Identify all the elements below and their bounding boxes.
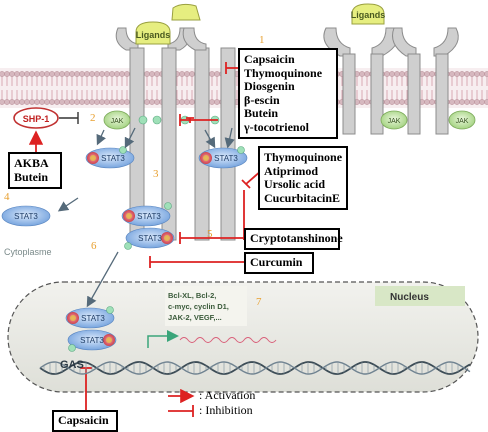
stat3-dimer-top: STAT3 xyxy=(121,202,172,227)
nucleus-label-box: Nucleus xyxy=(375,286,465,306)
translocation-inhibitor-box: Curcumin xyxy=(244,252,314,274)
phospho-site xyxy=(237,146,245,154)
dna-strand xyxy=(39,361,471,375)
gas-inhibitor-box: Capsaicin xyxy=(52,410,118,432)
stat3-membrane-right: STAT3 xyxy=(198,146,248,169)
receptor-right xyxy=(323,27,459,135)
jak-stat-inhibitors-box: Thymoquinone Atiprimod Ursolic acid Cucu… xyxy=(258,146,348,210)
receptor-middle xyxy=(182,27,236,241)
gene-transcription-arrow xyxy=(147,330,277,348)
stat3-nuclear-bottom: STAT3 xyxy=(67,329,117,352)
legend-inhibition-label: : Inhibition xyxy=(199,403,253,417)
shp1-label: SHP-1 xyxy=(23,114,50,124)
phospho-site xyxy=(119,146,127,154)
svg-text:JAK: JAK xyxy=(388,118,401,125)
stat3-label: STAT3 xyxy=(80,336,104,345)
step-number-5: 5 xyxy=(207,228,213,240)
stat3-nuclear-top: STAT3 xyxy=(65,306,115,329)
shp1-activators-box: AKBA Butein xyxy=(8,152,62,189)
step-number-6: 6 xyxy=(91,240,97,252)
stat3-label: STAT3 xyxy=(81,314,105,323)
step-number-7: 7 xyxy=(256,296,262,308)
step-number-2: 2 xyxy=(90,112,96,124)
jak-left: JAK xyxy=(103,110,131,130)
step-number-1: 1 xyxy=(259,34,265,46)
ligand-top-left xyxy=(171,3,201,21)
gas-label: GAS xyxy=(60,359,84,371)
gene-list: Bcl-XL, Bcl-2, c-myc, cyclin D1, JAK-2, … xyxy=(165,286,247,326)
stat3-label: STAT3 xyxy=(214,154,238,163)
step-number-4: 4 xyxy=(4,191,10,203)
phospho-site xyxy=(68,344,76,352)
phospho-site xyxy=(164,202,172,210)
receptor-phospho-sites xyxy=(138,115,220,125)
ligand-right: Ligands xyxy=(351,3,386,25)
shp1-inhibition-bar xyxy=(59,112,79,124)
ligand-left-label: Ligands xyxy=(136,30,171,40)
phospho-site xyxy=(124,242,132,250)
legend-activation-label: : Activation xyxy=(199,388,256,402)
dimerization-inhibitor-box: Cryptotanshinone xyxy=(244,228,343,250)
svg-text:JAK: JAK xyxy=(111,118,124,125)
shp1-node: SHP-1 xyxy=(13,107,59,129)
svg-text:JAK: JAK xyxy=(456,118,469,125)
nucleus-envelope xyxy=(7,281,479,393)
stat3-dimer-bottom: STAT3 xyxy=(124,227,175,250)
ligand-left: Ligands xyxy=(135,21,171,45)
gene-line-3: JAK-2, VEGF,... xyxy=(168,313,222,322)
receptor-left xyxy=(115,27,191,241)
stat3-label: STAT3 xyxy=(14,212,38,221)
cytoplasm-label: Cytoplasme xyxy=(4,247,52,257)
stat3-label: STAT3 xyxy=(101,154,125,163)
jak-activation-arrows xyxy=(57,127,235,308)
stat3-label: STAT3 xyxy=(137,212,161,221)
step-number-3: 3 xyxy=(153,168,159,180)
stat3-label: STAT3 xyxy=(138,234,162,243)
ligand-right-label: Ligands xyxy=(351,10,386,20)
stat3-membrane-left: STAT3 xyxy=(85,146,135,169)
receptor-inhibitors-box: Capsaicin Thymoquinone Diosgenin β-escin… xyxy=(238,48,338,139)
gene-line-2: c-myc, cyclin D1, xyxy=(168,302,229,311)
jak-right-1: JAK xyxy=(380,110,408,130)
nucleus-label: Nucleus xyxy=(390,292,429,303)
phospho-site xyxy=(106,306,114,314)
stat3-cytoplasm-monomer: STAT3 xyxy=(1,205,51,227)
jak-right-2: JAK xyxy=(448,110,476,130)
legend-inhibition-symbol xyxy=(168,405,194,417)
gene-line-1: Bcl-XL, Bcl-2, xyxy=(168,291,216,300)
